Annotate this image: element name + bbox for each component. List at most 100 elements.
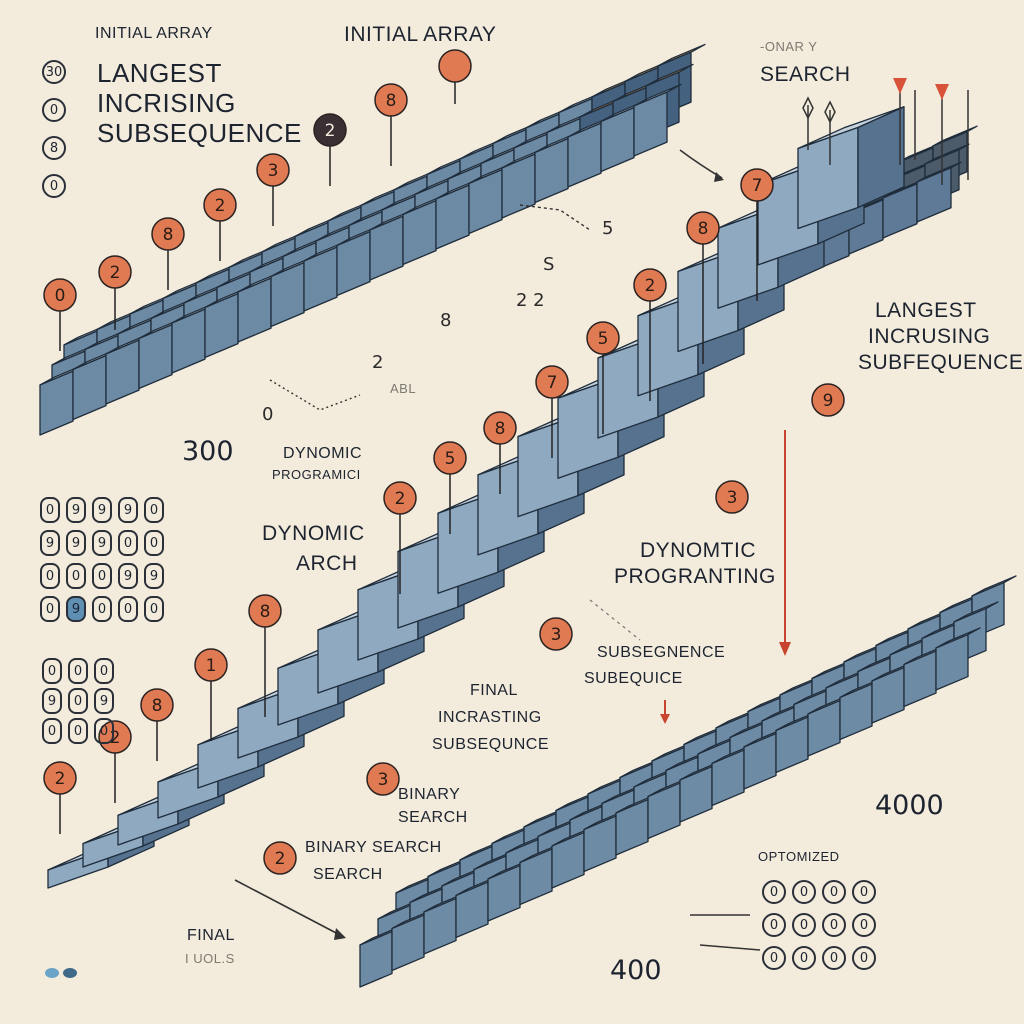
- grid-cell: 0: [68, 658, 88, 684]
- block-face: [72, 354, 107, 421]
- grid-cell: 0: [68, 688, 88, 714]
- block-face: [402, 199, 437, 266]
- block-face: [882, 183, 918, 239]
- dynomic-arch-1: DYNOMIC: [262, 522, 365, 545]
- grid-cell: 0: [92, 596, 112, 622]
- scatter-2a: 2: [372, 352, 384, 373]
- array-block: [435, 176, 484, 250]
- array-block: [633, 83, 682, 157]
- grid-cell: 9: [92, 497, 112, 523]
- dynomtic-2: PROGRANTING: [614, 565, 776, 588]
- initial-array-label-left: INITIAL ARRAY: [95, 25, 213, 42]
- grid-cell: 0: [40, 563, 60, 589]
- block-face: [39, 370, 74, 436]
- dynomic-programing-1: DYNOMIC: [283, 445, 363, 462]
- number-4000: 4000: [875, 790, 944, 821]
- grid-cell: 0: [762, 913, 786, 937]
- array-block: [204, 285, 253, 359]
- badge-label: 7: [752, 176, 763, 196]
- subsegnence-label: SUBSEGNENCE: [597, 644, 726, 661]
- binary-search-mid-2: SEARCH: [398, 809, 468, 826]
- dash-line-right: [589, 599, 641, 641]
- diamond-marker: [824, 100, 836, 124]
- badge-label: 3: [727, 488, 738, 508]
- binary-search-low-2: SEARCH: [313, 866, 383, 883]
- badge-label: 2: [645, 276, 656, 296]
- index-badge: 2: [203, 188, 237, 261]
- title-line-3: SUBSEQUENCE: [97, 118, 302, 148]
- block-face: [647, 782, 681, 840]
- grid-cell: 0: [762, 880, 786, 904]
- side-badge: 3: [715, 480, 749, 514]
- block-face: [633, 91, 668, 157]
- block-face: [336, 230, 371, 297]
- badge-label: 3: [378, 770, 389, 790]
- grid-cell: 9: [40, 530, 60, 556]
- scatter-5: 5: [602, 218, 614, 239]
- arrow-bottom-head: [334, 928, 346, 940]
- block-face: [903, 650, 937, 708]
- index-badge: 5: [433, 441, 467, 534]
- badge-label: 2: [110, 263, 121, 283]
- search-label-top: SEARCH: [760, 63, 851, 86]
- binary-search-low-1: BINARY SEARCH: [305, 839, 442, 856]
- langest-right-2: INCRUSING: [868, 325, 991, 348]
- grid-cell: 9: [66, 596, 86, 622]
- grid-cell: 9: [66, 530, 86, 556]
- block-face: [600, 106, 635, 173]
- grid-cell: 0: [792, 946, 816, 970]
- langest-right-1: LANGEST: [875, 299, 977, 322]
- grid-cell: 0: [42, 658, 62, 684]
- block-face: [567, 122, 602, 188]
- array-block: [567, 114, 616, 188]
- eye-icon: [63, 968, 77, 978]
- grid-cell: 0: [852, 946, 876, 970]
- pin-marker: [438, 49, 472, 104]
- badge-label: 8: [163, 225, 174, 245]
- block-face: [679, 765, 713, 823]
- side-badge: 2: [263, 841, 297, 875]
- stair-side: [857, 106, 905, 209]
- final-incrasting-2: INCRASTING: [438, 709, 542, 726]
- grid-cell: 9: [118, 563, 138, 589]
- index-badge: 2: [98, 720, 132, 803]
- badge-label: 2: [55, 769, 66, 789]
- index-badge: 2: [313, 113, 347, 186]
- grid-cell: 9: [118, 497, 138, 523]
- title-badge: 8: [42, 136, 66, 160]
- block-face: [359, 930, 393, 988]
- block-face: [534, 137, 569, 204]
- index-badge: 2: [633, 268, 667, 401]
- badge-label: 2: [325, 121, 336, 141]
- scatter-0: 0: [262, 404, 274, 425]
- arrow-bottom: [234, 879, 341, 936]
- index-badge: 3: [256, 153, 290, 226]
- block-face: [391, 914, 425, 972]
- side-badge: 9: [811, 383, 845, 417]
- index-badge: 2: [43, 761, 77, 834]
- search-faint-label: -ONAR Y: [760, 39, 818, 54]
- index-badge: 8: [686, 211, 720, 364]
- index-badge: 2: [383, 481, 417, 594]
- array-block: [935, 627, 981, 691]
- title-badge-column: 30 0 8 0: [42, 60, 66, 198]
- block-face: [468, 168, 503, 235]
- grid-cell: 0: [144, 530, 164, 556]
- arrow-opt-2: [699, 944, 761, 951]
- grid-cell: 0: [144, 497, 164, 523]
- badge-label: 5: [445, 449, 456, 469]
- grid-cell: 0: [822, 913, 846, 937]
- title-badge: 0: [42, 174, 66, 198]
- subsequice-label: SUBEQUICE: [584, 670, 683, 687]
- array-block: [882, 177, 928, 239]
- grid-cell: 0: [118, 596, 138, 622]
- array-block: [270, 254, 319, 328]
- index-badge: 0: [43, 278, 77, 351]
- index-badge: 7: [740, 168, 774, 301]
- badge-label: 9: [823, 391, 834, 411]
- final-bottom-faint: I UoL.S: [185, 951, 235, 966]
